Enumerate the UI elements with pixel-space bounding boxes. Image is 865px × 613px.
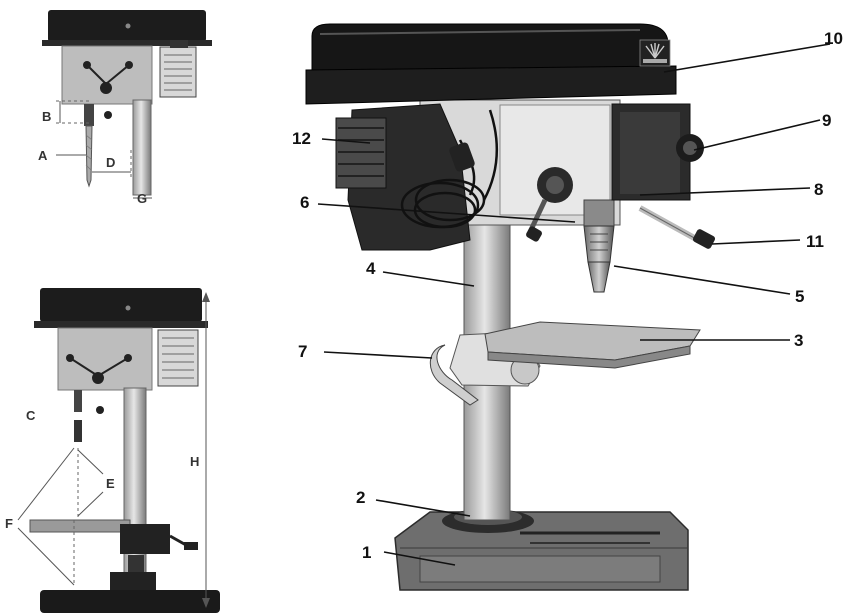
callout-12: 12 xyxy=(292,129,311,148)
label-H: H xyxy=(190,454,199,469)
callout-numbers: 1 2 3 4 5 6 7 8 9 10 11 12 xyxy=(292,29,843,562)
label-G: G xyxy=(137,191,147,206)
callout-8: 8 xyxy=(814,180,823,199)
callout-11: 11 xyxy=(806,232,824,251)
top-head-body xyxy=(61,45,153,105)
main-drill-press xyxy=(305,23,716,591)
label-B: B xyxy=(42,109,51,124)
label-A: A xyxy=(38,148,48,163)
drill-chuck xyxy=(583,225,615,263)
callout-7: 7 xyxy=(298,342,307,361)
callout-1: 1 xyxy=(362,543,371,562)
label-E: E xyxy=(106,476,115,491)
label-D: D xyxy=(106,155,115,170)
callout-9: 9 xyxy=(822,111,831,130)
leader-lines xyxy=(317,43,831,566)
callout-3: 3 xyxy=(794,331,803,350)
callout-10: 10 xyxy=(824,29,843,48)
label-C: C xyxy=(26,408,36,423)
callout-2: 2 xyxy=(356,488,365,507)
bottom-side-diagram: C E F H xyxy=(5,288,220,613)
callout-5: 5 xyxy=(795,287,804,306)
callout-6: 6 xyxy=(300,193,309,212)
label-F: F xyxy=(5,516,13,531)
top-side-diagram: B A D G xyxy=(38,10,212,206)
callout-4: 4 xyxy=(366,259,376,278)
